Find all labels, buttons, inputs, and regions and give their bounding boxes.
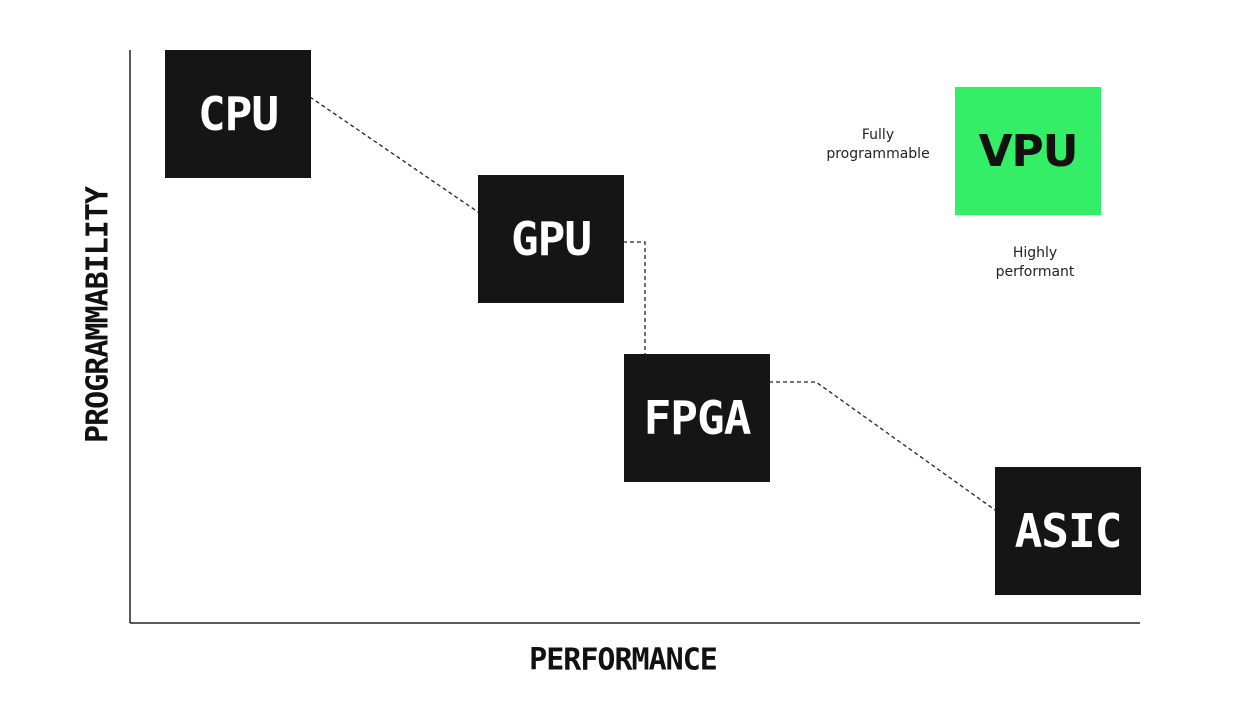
- fully-programmable-note: Fully programmable: [812, 126, 944, 164]
- y-axis-label: PROGRAMMABILITY: [80, 187, 116, 443]
- note-line: Fully: [861, 127, 895, 143]
- asic-label: ASIC: [1014, 504, 1123, 558]
- x-axis-label: PERFORMANCE: [529, 642, 718, 678]
- fpga-label: FPGA: [643, 391, 752, 445]
- connector-gpu-fpga: [623, 241, 669, 358]
- vpu-box: VPU: [955, 87, 1101, 215]
- vpu-label: VPU: [978, 125, 1078, 177]
- note-line: programmable: [826, 146, 930, 162]
- asic-box: ASIC: [995, 467, 1141, 595]
- fpga-box: FPGA: [624, 354, 770, 482]
- cpu-box: CPU: [165, 50, 311, 178]
- note-line: Highly: [1012, 245, 1058, 261]
- gpu-box: GPU: [478, 175, 624, 303]
- note-line: performant: [995, 264, 1075, 280]
- highly-performant-note: Highly performant: [970, 244, 1100, 282]
- cpu-label: CPU: [197, 87, 279, 141]
- gpu-label: GPU: [510, 212, 592, 266]
